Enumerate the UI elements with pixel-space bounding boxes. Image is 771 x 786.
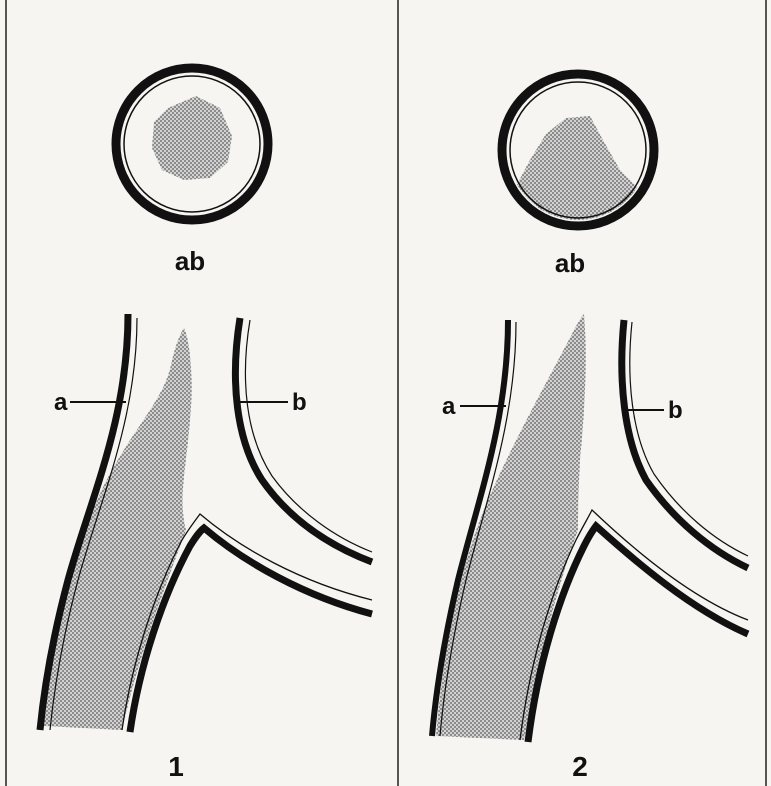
flow-region-2 — [436, 314, 586, 740]
cross-section-label-2: ab — [555, 248, 585, 278]
vessel-longitudinal-2 — [432, 314, 748, 742]
panel-2: ab a b 2 — [432, 74, 748, 782]
panel-number-1: 1 — [168, 751, 184, 782]
cross-section-1 — [116, 68, 268, 220]
wall-b-label-2: b — [668, 397, 683, 424]
cross-section-label-1: ab — [175, 246, 205, 276]
wall-b-label-1: b — [292, 389, 307, 416]
wall-a-label-1: a — [54, 389, 68, 416]
panel-number-2: 2 — [572, 751, 588, 782]
panel-1: ab a b 1 — [40, 68, 372, 782]
cross-section-2 — [500, 74, 654, 240]
vessel-longitudinal-1 — [40, 314, 372, 732]
wall-a-label-2: a — [442, 393, 456, 420]
